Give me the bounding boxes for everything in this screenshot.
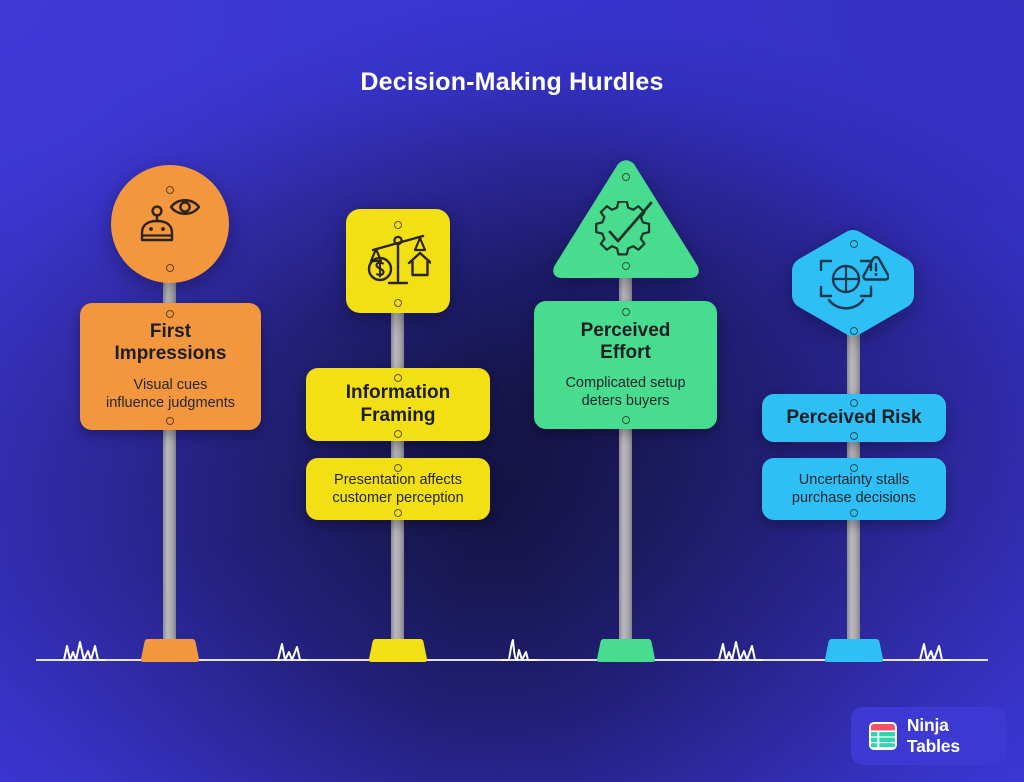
logo-text: Ninja Tables [906,715,960,756]
sign-bolt [622,308,630,316]
sign-subtitle-line1: Visual cues [133,376,208,393]
sign-bolt [394,464,402,472]
sign-subtitle-line2: influence judgments [106,394,235,411]
balance-scale-money-house-icon [367,234,431,285]
sign-bolt [394,299,402,307]
sign-bolt [850,432,858,440]
sign-subtitle-line2: customer perception [332,490,464,506]
page-title: Decision-Making Hurdles [360,68,664,96]
sign-plate-perceived-effort[interactable]: Perceived Effort Complicated setup deter… [534,301,717,429]
logo-badge[interactable]: Ninja Tables [851,707,1006,765]
sign-bolt [394,374,402,382]
sign-subtitle: Uncertainty stalls purchase decisions [792,471,916,507]
icon-panel-first-impressions [111,165,229,283]
sign-subtitle-line1: Complicated setup [565,375,686,392]
sign-heading-line1: Information [345,382,451,404]
sign-bolt [622,416,630,424]
sign-heading-line2: Impressions [114,343,227,365]
sign-base-2 [368,639,428,662]
sign-heading: Perceived Effort [581,320,671,364]
sign-base-1 [140,639,200,662]
sign-subtitle: Visual cues influence judgments [106,376,235,412]
sign-bolt [166,186,174,194]
sign-subtitle: Presentation affects customer perception [332,471,463,507]
sign-heading: First Impressions [115,321,227,365]
triangle-sign-shape [553,160,699,278]
sign-heading: Information Framing [346,382,451,426]
sign-heading-line2: Framing [360,404,436,426]
sign-subtitle-line2: purchase decisions [791,490,917,506]
sign-bolt [622,173,630,181]
sign-plate-first-impressions[interactable]: First Impressions Visual cues influence … [80,303,261,430]
sign-bolt [850,399,858,407]
sign-heading-line1: Perceived [580,319,671,341]
sign-bolt [166,417,174,425]
sign-subtitle: Complicated setup deters buyers [565,374,685,410]
icon-panel-perceived-risk [791,229,915,337]
sign-subtitle-line1: Uncertainty stalls [798,471,910,488]
sign-heading-line1: First [149,321,192,343]
sign-bolt [394,430,402,438]
sign-bolt [394,221,402,229]
robot-eye-icon [140,199,201,242]
sign-bolt [850,327,858,335]
sign-heading-line1: Perceived Risk [786,406,922,428]
sign-base-3 [596,639,656,662]
sign-bolt [850,464,858,472]
icon-panel-perceived-effort [551,159,701,281]
hexagon-sign-shape [792,229,914,337]
gear-checkmark-icon [595,201,653,256]
sign-heading: Perceived Risk [786,407,921,429]
sign-bolt [850,509,858,517]
ninja-tables-table-icon [868,722,897,750]
sign-bolt [622,262,630,270]
sign-bolt [394,509,402,517]
sign-base-4 [824,639,884,662]
sign-heading-line2: Effort [600,341,651,363]
sign-subtitle-line1: Presentation affects [334,471,462,488]
sign-bolt [850,240,858,248]
sign-bolt [166,264,174,272]
sign-bolt [166,310,174,318]
sign-subtitle-line2: deters buyers [581,393,670,410]
face-scan-warning-icon [819,255,889,310]
